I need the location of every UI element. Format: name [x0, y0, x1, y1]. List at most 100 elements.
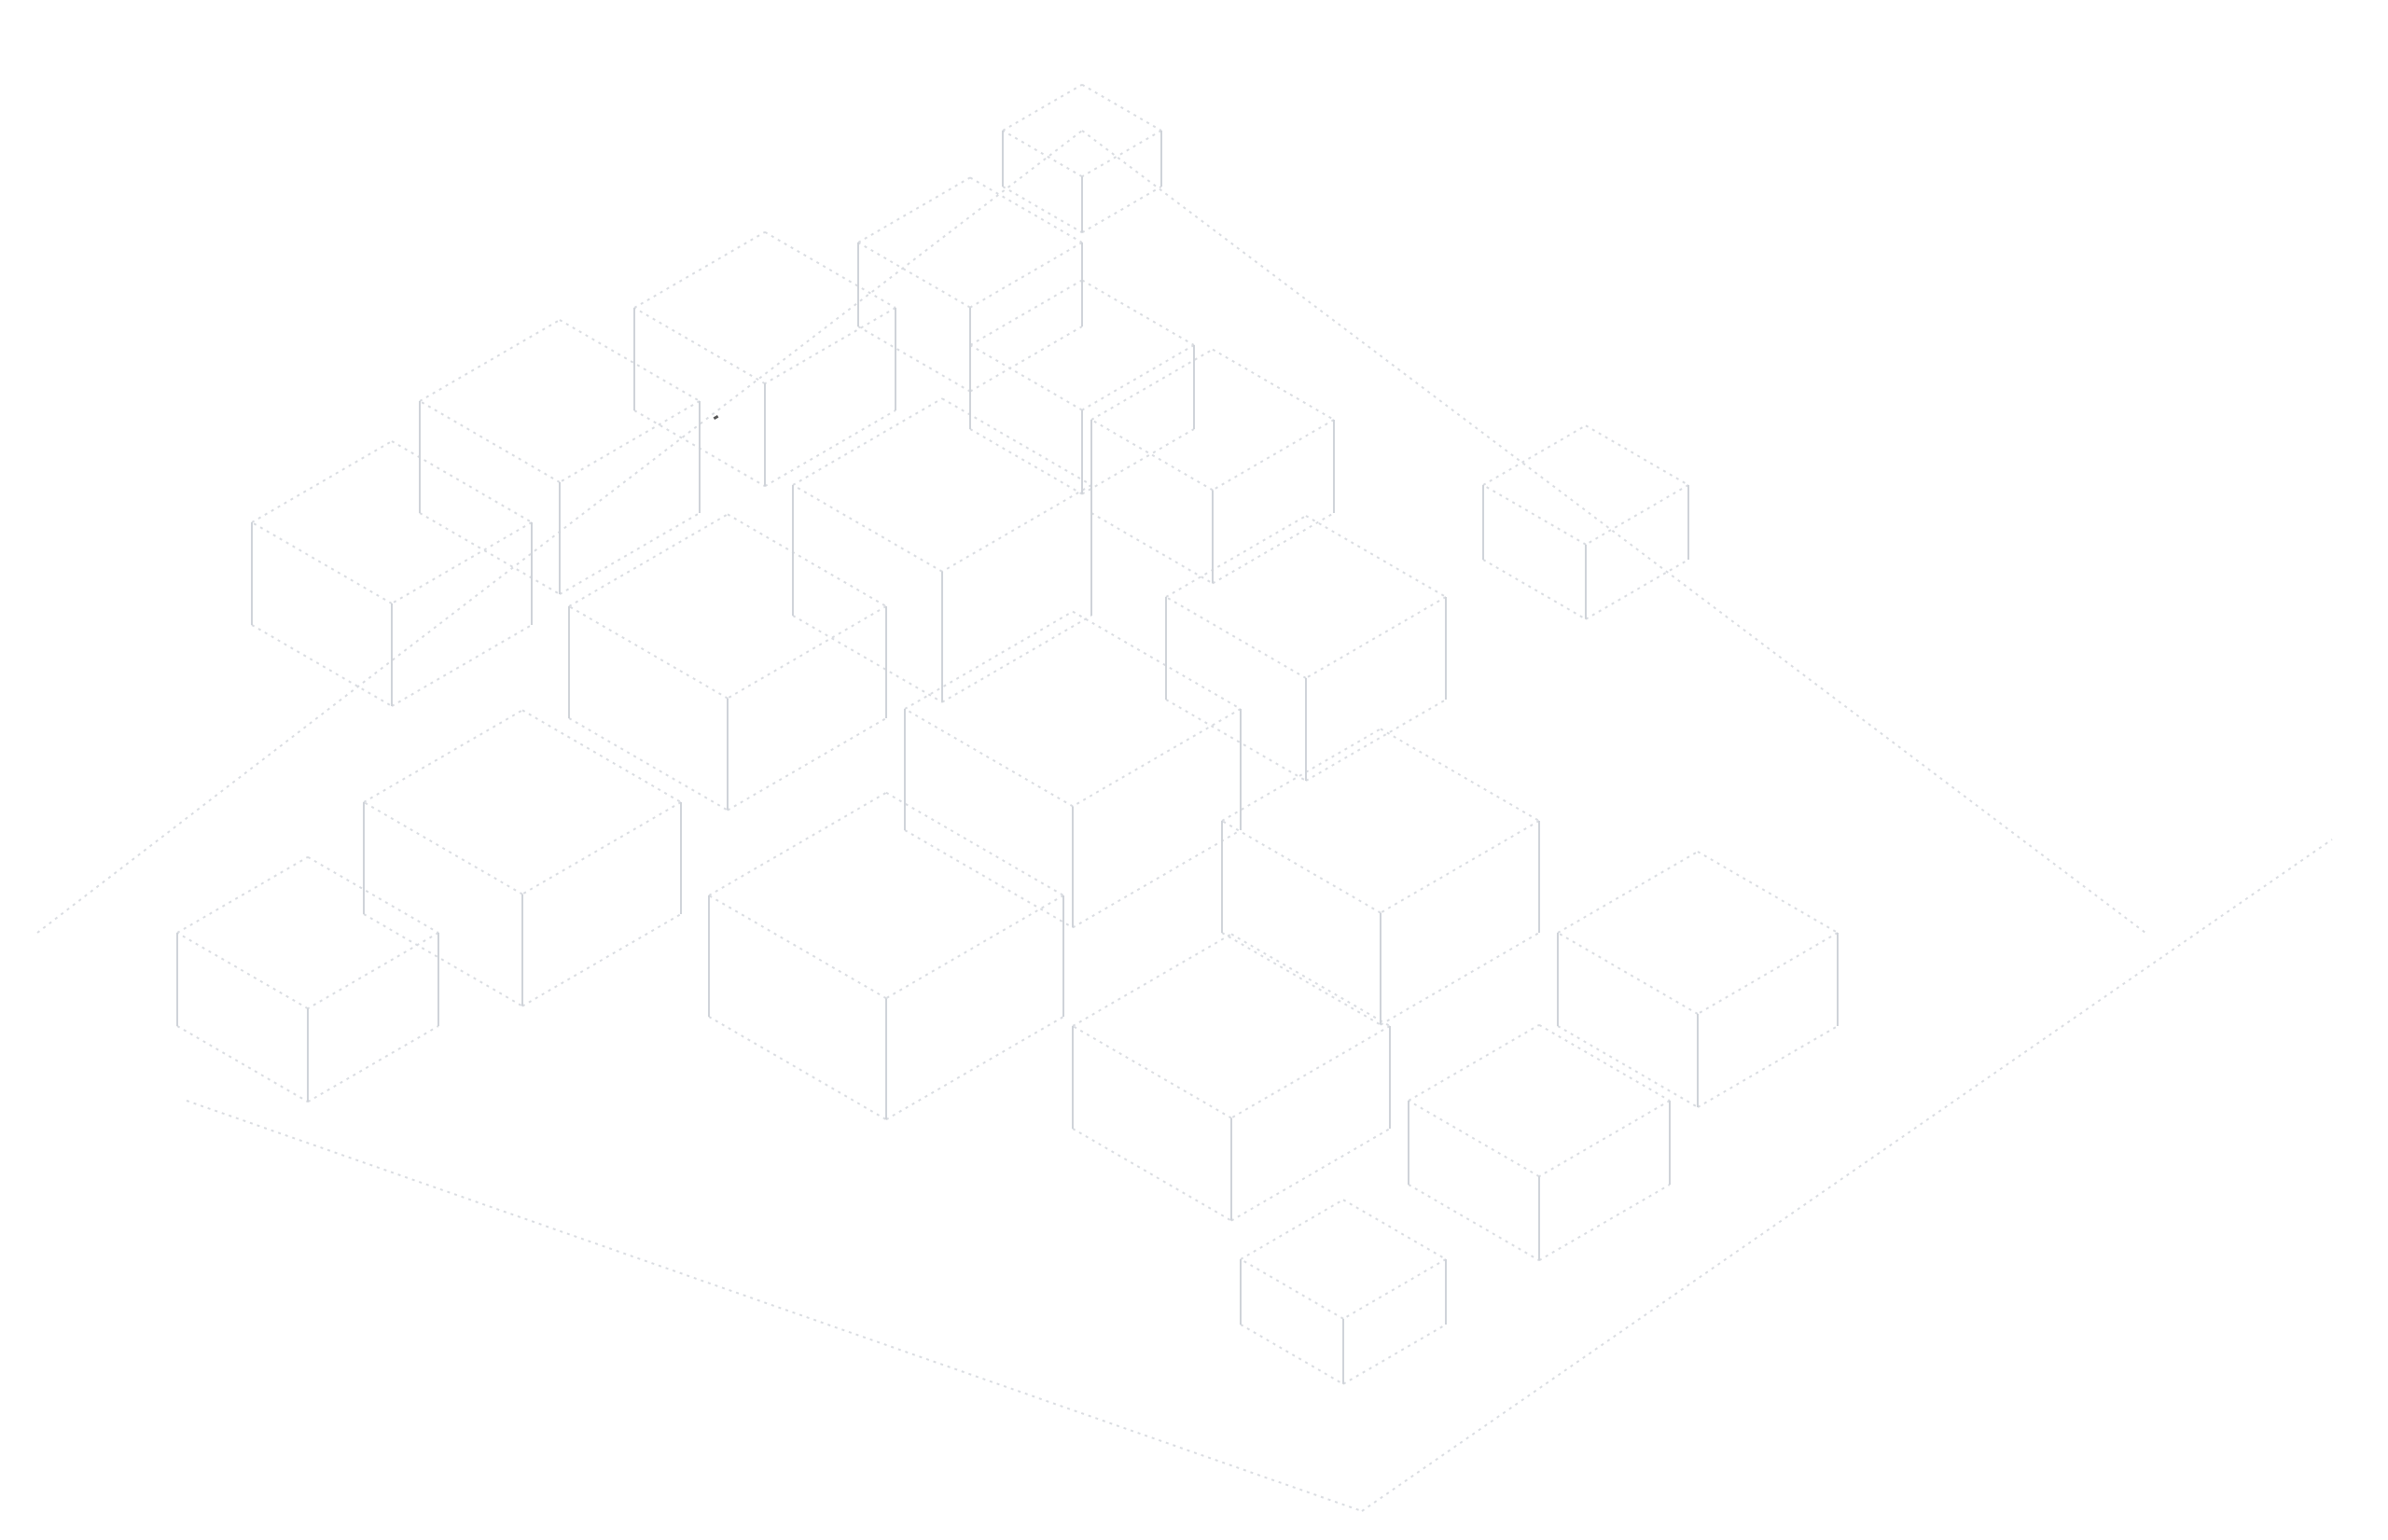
iso-edge: [1230, 1025, 1391, 1119]
iso-edge: [764, 409, 896, 488]
iso-edge: [1072, 933, 1232, 1027]
iso-edge: [857, 242, 971, 309]
iso-edge: [727, 605, 887, 700]
iso-edge: [1212, 512, 1335, 585]
iso-edge: [1380, 728, 1540, 822]
iso-edge: [1002, 130, 1083, 178]
iso-edge: [1342, 1199, 1447, 1260]
iso-edge: [176, 855, 309, 934]
isometric-edges: [36, 83, 2333, 1512]
iso-edge: [1305, 596, 1447, 679]
iso-edge: [885, 791, 1064, 896]
iso-edge: [1090, 512, 1214, 585]
iso-edge: [1221, 728, 1381, 822]
iso-edge: [1090, 348, 1214, 421]
iso-edge: [1697, 932, 1839, 1015]
iso-edge: [904, 708, 1074, 808]
iso-edge: [941, 615, 1092, 703]
iso-edge: [1482, 484, 1587, 546]
iso-edge: [1380, 820, 1540, 914]
iso-edge: [1221, 820, 1381, 914]
iso-guide: [1361, 839, 2333, 1512]
iso-edge: [941, 484, 1092, 573]
iso-edge: [1697, 1025, 1839, 1108]
iso-edge: [1585, 484, 1689, 546]
iso-edge: [633, 307, 766, 385]
iso-edge: [521, 801, 682, 895]
iso-edge: [391, 521, 533, 604]
iso-edge: [251, 624, 393, 707]
iso-edge: [307, 932, 439, 1010]
iso-edge: [904, 829, 1074, 929]
iso-edge: [1408, 1023, 1540, 1102]
iso-edge: [1072, 1025, 1232, 1119]
iso-edge: [941, 397, 1092, 486]
iso-edge: [885, 1016, 1064, 1121]
iso-edge: [363, 709, 523, 803]
iso-edge: [792, 484, 943, 573]
iso-guide: [1081, 130, 2146, 934]
iso-edge: [419, 512, 561, 595]
iso-edge: [708, 1016, 887, 1121]
iso-edge: [633, 230, 766, 309]
iso-edge: [363, 913, 523, 1007]
iso-edge: [1538, 1023, 1671, 1102]
iso-edge: [1557, 1025, 1699, 1108]
iso-edge: [419, 319, 561, 402]
iso-edge: [1557, 932, 1699, 1015]
iso-edge: [176, 1025, 309, 1103]
iso-edge: [1305, 699, 1447, 782]
iso-edge: [969, 176, 1083, 243]
iso-edge: [708, 895, 887, 1000]
iso-edge: [363, 801, 523, 895]
iso-edge: [969, 279, 1083, 346]
iso-edge: [307, 855, 439, 934]
iso-edge: [969, 326, 1083, 393]
iso-edge: [969, 428, 1083, 495]
iso-edge: [857, 326, 971, 393]
iso-edge: [568, 717, 729, 812]
iso-edge: [1002, 186, 1083, 234]
iso-edge: [764, 307, 896, 385]
iso-edge: [1165, 515, 1307, 598]
iso-edge: [1081, 279, 1195, 346]
iso-edge: [1072, 708, 1242, 808]
iso-edge: [1585, 424, 1689, 486]
iso-edge: [1072, 1128, 1232, 1222]
iso-edge: [1165, 699, 1307, 782]
iso-edge: [559, 319, 701, 402]
iso-edge: [1585, 559, 1689, 620]
iso-edge: [1408, 1184, 1540, 1262]
iso-edge: [857, 176, 971, 243]
iso-edge: [1538, 1100, 1671, 1178]
iso-edge: [792, 397, 943, 486]
iso-edge: [1557, 851, 1699, 934]
iso-edge: [1538, 1184, 1671, 1262]
iso-edge: [1342, 1324, 1447, 1385]
iso-edge: [764, 230, 896, 309]
iso-edge: [307, 1025, 439, 1103]
iso-edge: [1212, 348, 1335, 421]
iso-edge: [521, 913, 682, 1007]
iso-guide: [186, 1100, 1363, 1512]
iso-edge: [708, 791, 887, 896]
iso-edge: [176, 932, 309, 1010]
iso-edge: [1342, 1258, 1447, 1320]
iso-edge: [1482, 559, 1587, 620]
iso-edge: [969, 242, 1083, 309]
iso-edge: [1081, 428, 1195, 495]
iso-edge: [559, 400, 701, 483]
iso-edge: [1081, 130, 1162, 178]
iso-edge: [1081, 83, 1162, 132]
iso-edge: [1380, 932, 1540, 1026]
iso-edge: [885, 895, 1064, 1000]
iso-edge: [251, 440, 393, 523]
iso-edge: [521, 709, 682, 803]
iso-edge: [391, 624, 533, 707]
iso-edge: [1482, 424, 1587, 486]
iso-edge: [1002, 83, 1083, 132]
iso-edge: [1212, 419, 1335, 492]
iso-edge: [1408, 1100, 1540, 1178]
